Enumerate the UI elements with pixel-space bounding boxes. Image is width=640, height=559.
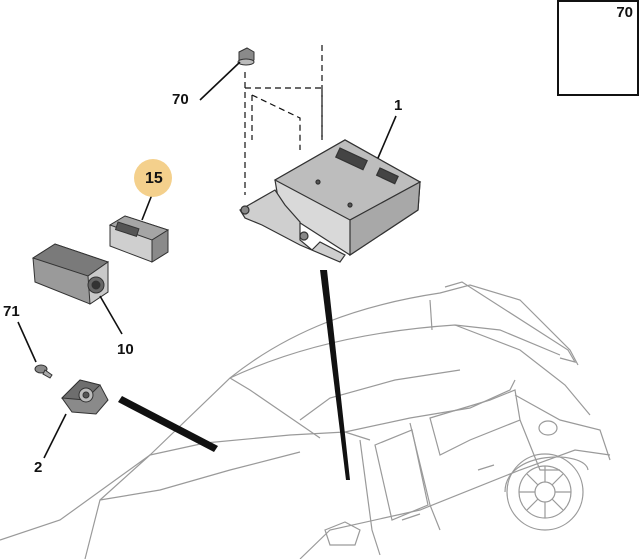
- leader-1: [377, 115, 397, 159]
- highlight-circle: [134, 159, 172, 197]
- callout-10: 10: [117, 341, 134, 358]
- sensor-2: [60, 379, 109, 415]
- pointer-to-airbag-module: [320, 270, 350, 480]
- leader-71: [17, 321, 37, 363]
- pointer-wedges: [118, 270, 350, 480]
- car-outline: [0, 281, 611, 559]
- callout-70-inset: 70: [616, 4, 633, 21]
- leader-70: [199, 61, 241, 101]
- switch-15: [108, 215, 170, 263]
- airbag-control-module: [239, 139, 422, 263]
- callout-1: 1: [394, 97, 403, 114]
- leader-10: [99, 295, 123, 335]
- pointer-to-sensor: [118, 396, 218, 452]
- screw-71: [34, 364, 53, 379]
- dashed-mounting-lines: [244, 45, 323, 195]
- callout-15: 15: [145, 170, 163, 187]
- callout-71: 71: [3, 303, 20, 320]
- callout-2: 2: [34, 459, 43, 476]
- inset-frame: 70: [557, 0, 639, 96]
- leader-2: [43, 413, 67, 459]
- connector-10: [31, 243, 110, 305]
- callout-70: 70: [172, 91, 189, 108]
- nut-70-top: [237, 47, 255, 66]
